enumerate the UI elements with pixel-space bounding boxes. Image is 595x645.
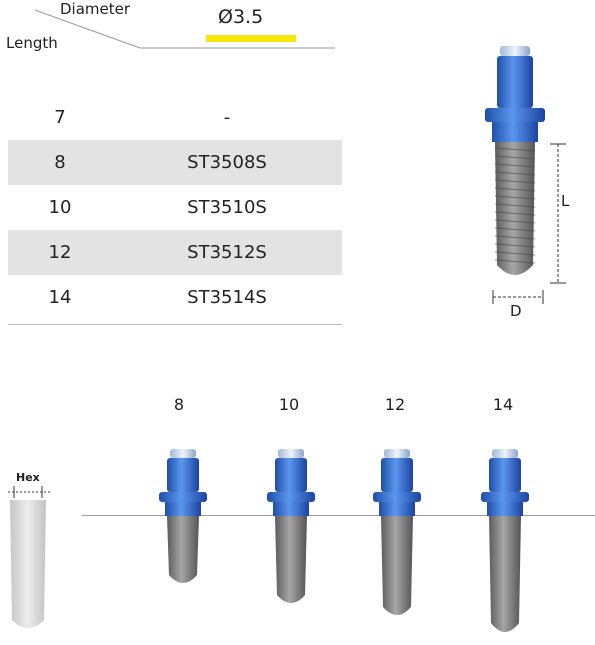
row-code: ST3510S — [187, 197, 267, 218]
bone-level-line — [82, 515, 595, 516]
size-label: 8 — [173, 395, 185, 414]
hex-label: Hex — [16, 471, 40, 484]
length-header: Length — [6, 34, 58, 52]
large-implant-illustration — [485, 46, 566, 304]
size-label: 10 — [278, 395, 300, 414]
product-table: 7 - 8 ST3508S 10 ST3510S 12 ST3512S 14 S… — [8, 95, 342, 320]
diameter-marker: D — [510, 302, 522, 320]
row-code: ST3508S — [187, 152, 267, 173]
diameter-highlight — [206, 35, 296, 42]
row-length: 12 — [48, 242, 72, 263]
implant-10 — [267, 449, 315, 603]
implant-14 — [481, 449, 529, 632]
diameter-value: Ø3.5 — [218, 6, 264, 28]
row-length: 8 — [54, 152, 66, 173]
header-divider — [34, 9, 335, 49]
diameter-header: Diameter — [60, 0, 131, 18]
row-code: ST3514S — [187, 287, 267, 308]
table-row: 12 ST3512S — [8, 230, 342, 275]
table-bottom-line — [8, 324, 342, 325]
size-label: 14 — [492, 395, 514, 414]
hex-diagram — [8, 486, 50, 628]
row-code: ST3512S — [187, 242, 267, 263]
table-row: 8 ST3508S — [8, 140, 342, 185]
table-row: 7 - — [8, 95, 342, 140]
table-row: 10 ST3510S — [8, 185, 342, 230]
row-length: 7 — [54, 107, 66, 128]
row-code: - — [223, 107, 231, 128]
row-length: 10 — [48, 197, 72, 218]
implant-12 — [373, 449, 421, 615]
implant-8 — [159, 449, 207, 583]
table-row: 14 ST3514S — [8, 275, 342, 320]
row-length: 14 — [48, 287, 72, 308]
length-marker: L — [561, 192, 570, 210]
size-label: 12 — [384, 395, 406, 414]
